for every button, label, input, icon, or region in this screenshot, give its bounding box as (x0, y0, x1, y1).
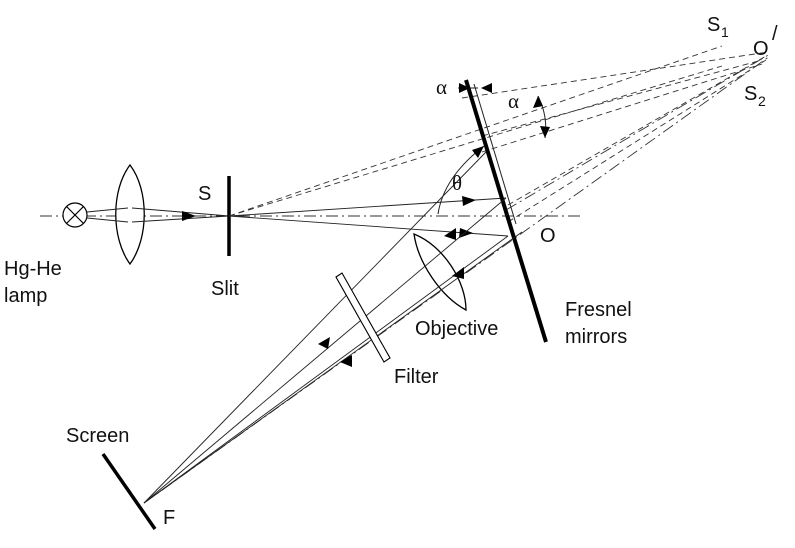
lamp-label-line1: Hg-He (4, 258, 62, 280)
fresnel-label-line2: mirrors (565, 326, 627, 348)
objective-lens (413, 232, 467, 312)
slit-point-label: S (198, 183, 211, 205)
lamp-label-line2: lamp (4, 285, 47, 307)
filter (335, 272, 391, 363)
theta-label: θ (452, 171, 462, 195)
point-o-prime-label: O (753, 38, 769, 60)
reflected-rays (143, 151, 523, 504)
virtual-source-rays (228, 45, 769, 223)
lamp-rays (86, 207, 230, 223)
theta-arrow (472, 146, 484, 158)
lamp-symbol (62, 202, 88, 228)
fresnel-mirror-upper (464, 79, 509, 216)
fresnel-label-line1: Fresnel (565, 299, 632, 321)
s1-label: S (707, 14, 720, 36)
alpha-right-label: α (508, 89, 519, 113)
point-f-label: F (163, 507, 175, 529)
slit-to-mirror-rays (228, 196, 509, 238)
point-o-label: O (540, 225, 556, 247)
filter-label: Filter (394, 366, 439, 388)
point-o-prime-mark: / (772, 23, 778, 45)
objective-label: Objective (415, 318, 498, 340)
s2-subscript: 2 (758, 93, 766, 109)
s1-subscript: 1 (721, 24, 729, 40)
condenser-lens (115, 163, 145, 266)
alpha-left-label: α (436, 75, 447, 99)
screen (101, 453, 157, 530)
fresnel-mirrors (464, 79, 548, 343)
screen-label: Screen (66, 425, 129, 447)
s2-label: S (744, 83, 757, 105)
alpha-marks (458, 83, 550, 225)
fresnel-mirror-lower (505, 214, 548, 343)
slit-label: Slit (211, 278, 239, 300)
